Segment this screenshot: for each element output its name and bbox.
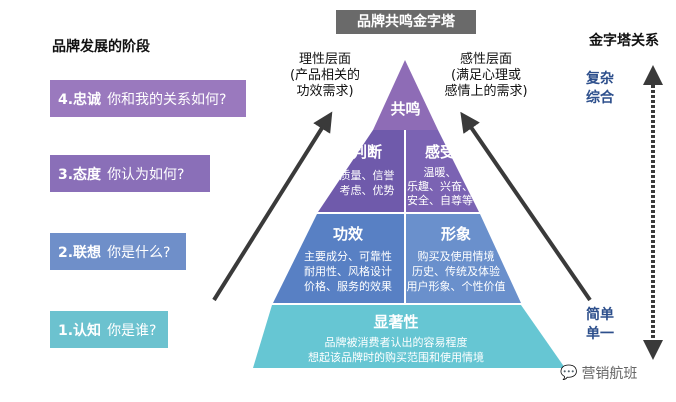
simple-label: 简单单一 bbox=[586, 307, 614, 342]
watermark: 💬 营销航班 bbox=[560, 365, 638, 382]
stage-loyalty: 4.忠诚你和我的关系如何? bbox=[50, 80, 246, 117]
chat-bubble-icon: 💬 bbox=[560, 365, 578, 381]
feeling-block: 感受 温暖、 乐趣、兴奋、 安全、自尊等 bbox=[407, 143, 473, 207]
tier-judgment bbox=[318, 130, 404, 212]
pyramid-title: 品牌共鸣金字塔 bbox=[336, 10, 476, 34]
emotional-arrow bbox=[460, 111, 592, 302]
stage-association: 2.联想你是什么? bbox=[50, 233, 186, 270]
performance-block: 功效 主要成分、可靠性 耐用性、风格设计 价格、服务的效果 bbox=[304, 225, 392, 293]
judgment-block: 判断 质量、信誉 考虑、优势 bbox=[339, 143, 395, 197]
emotional-note: 感性层面(满足心理或感情上的需求) bbox=[444, 52, 528, 99]
salience-block: 显著性 品牌被消费者认出的容易程度 想起该品牌时的购买范围和使用情境 bbox=[308, 313, 484, 364]
stages-title: 品牌发展的阶段 bbox=[52, 39, 150, 55]
rational-note: 理性层面(产品相关的功效需求) bbox=[289, 52, 361, 99]
tier-imagery bbox=[406, 214, 521, 303]
rational-arrow bbox=[212, 111, 333, 302]
complex-label: 复杂综合 bbox=[586, 71, 614, 106]
tier-resonance bbox=[373, 60, 438, 130]
stage-awareness: 1.认知你是谁? bbox=[50, 311, 168, 348]
stage-attitude: 3.态度你认为如何? bbox=[50, 155, 210, 192]
resonance-label: 共鸣 bbox=[390, 100, 421, 118]
tier-performance bbox=[273, 214, 404, 303]
tier-salience bbox=[253, 305, 565, 368]
relation-title: 金字塔关系 bbox=[589, 33, 659, 49]
imagery-block: 形象 购买及使用情境 历史、传统及体验 用户形象、个性价值 bbox=[406, 225, 506, 293]
tier-feeling bbox=[406, 130, 479, 212]
